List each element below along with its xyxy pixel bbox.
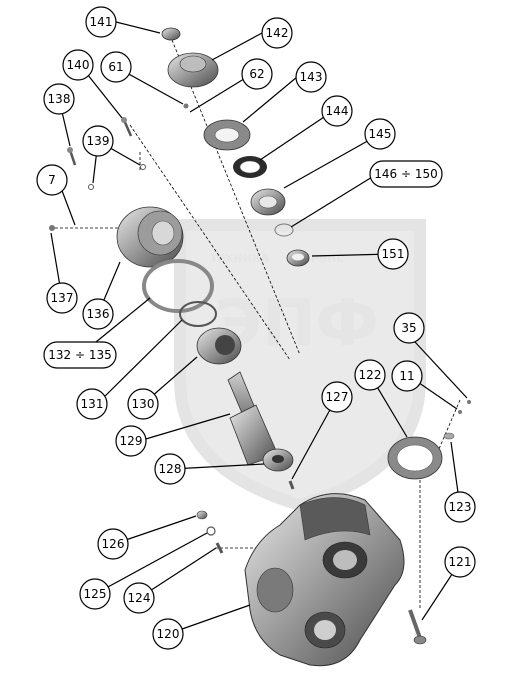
- callout-62: 62: [241, 58, 273, 90]
- part-139-washer-b: [88, 184, 94, 190]
- callout-label: 143: [300, 70, 323, 84]
- callout-label: 136: [87, 307, 110, 321]
- part-123: [443, 432, 455, 440]
- callout-label: 126: [102, 537, 125, 551]
- callout-141: 141: [85, 6, 117, 38]
- part-144-seal: [233, 156, 267, 178]
- part-142-flange: [167, 52, 219, 88]
- callout-label: 35: [401, 321, 416, 335]
- callout-137: 137: [46, 282, 78, 314]
- part-141-nut: [161, 27, 181, 41]
- callout-123: 123: [444, 491, 476, 523]
- callout-122: 122: [354, 359, 386, 391]
- watermark-letters: ЭПФ: [215, 287, 379, 361]
- callout-127: 127: [321, 381, 353, 413]
- part-136-bearing-housing: [116, 206, 184, 268]
- watermark-brand-left: ТЕХНИКА: [210, 252, 270, 265]
- callout-label: 124: [128, 591, 151, 605]
- callout-label: 7: [48, 173, 56, 187]
- part-35: [467, 400, 471, 404]
- part-121-bolt: [408, 609, 427, 645]
- part-131-ring: [179, 301, 217, 327]
- parts: [49, 27, 471, 667]
- callout-label: 140: [67, 58, 90, 72]
- callout-label: 62: [249, 67, 264, 81]
- callout-label: 131: [81, 397, 104, 411]
- part-140-bolt: [121, 117, 133, 137]
- callout-121: 121: [444, 546, 476, 578]
- part-128-bearing: [262, 448, 294, 472]
- callout-120: 120: [152, 618, 184, 650]
- callout-144: 144: [321, 95, 353, 127]
- callout-129: 129: [115, 425, 147, 457]
- callout-label: 137: [51, 291, 74, 305]
- part-11: [458, 410, 462, 414]
- callout-143: 143: [295, 61, 327, 93]
- part-122-cover: [387, 436, 443, 480]
- part-129-pinion-gear: [227, 371, 279, 466]
- callouts: 141 142 140 61 62 143 138 139 144 145 14…: [36, 6, 476, 650]
- part-120-main-housing: [244, 493, 405, 667]
- callout-label: 127: [326, 390, 349, 404]
- callout-151: 151: [377, 238, 409, 270]
- callout-label: 129: [120, 434, 143, 448]
- callout-label: 61: [108, 60, 123, 74]
- callout-138: 138: [43, 83, 75, 115]
- callout-130: 130: [127, 388, 159, 420]
- callout-label: 122: [359, 368, 382, 382]
- callout-146-150: 146 ÷ 150: [369, 160, 443, 188]
- callout-label: 142: [266, 26, 289, 40]
- part-125-washer: [206, 526, 216, 536]
- part-124-stud: [215, 542, 224, 554]
- part-126-nut: [196, 510, 208, 520]
- callout-label: 11: [399, 369, 414, 383]
- callout-label: 123: [449, 500, 472, 514]
- callout-label: 151: [382, 247, 405, 261]
- callout-label: 121: [449, 555, 472, 569]
- callout-label: 132 ÷ 135: [48, 348, 112, 362]
- callout-label: 128: [159, 462, 182, 476]
- watermark-emblem: ТЕХНИКА СЕРВИС ЭПФ: [174, 219, 426, 512]
- callout-label: 144: [326, 104, 349, 118]
- callout-label: 130: [132, 397, 155, 411]
- callout-label: 146 ÷ 150: [374, 167, 438, 181]
- callout-label: 141: [90, 15, 113, 29]
- part-139-washer-a: [140, 164, 146, 170]
- part-146-150-shims: [274, 223, 294, 237]
- part-137-fitting: [49, 225, 55, 231]
- callout-140: 140: [62, 49, 94, 81]
- callout-132-135: 132 ÷ 135: [43, 341, 117, 369]
- callout-label: 120: [157, 627, 180, 641]
- callout-142: 142: [261, 17, 293, 49]
- part-130-bearing: [196, 327, 242, 365]
- callout-131: 131: [76, 388, 108, 420]
- part-145-bearing: [250, 188, 286, 216]
- callout-136: 136: [82, 298, 114, 330]
- callout-145: 145: [364, 118, 396, 150]
- callout-125: 125: [79, 578, 111, 610]
- callout-label: 145: [369, 127, 392, 141]
- part-62-pin: [183, 103, 189, 109]
- part-151-ring: [286, 249, 310, 267]
- callout-124: 124: [123, 582, 155, 614]
- callout-label: 125: [84, 587, 107, 601]
- part-143-cover: [203, 119, 251, 151]
- callout-128: 128: [154, 453, 186, 485]
- callout-35: 35: [393, 312, 425, 344]
- callout-11: 11: [391, 360, 423, 392]
- callout-139: 139: [82, 125, 114, 157]
- callout-126: 126: [97, 528, 129, 560]
- callout-label: 138: [48, 92, 71, 106]
- part-138-bolt: [67, 147, 77, 166]
- callout-61: 61: [100, 51, 132, 83]
- part-132-135-gaskets: [142, 259, 214, 313]
- callout-7: 7: [36, 164, 68, 196]
- callout-label: 139: [87, 134, 110, 148]
- part-127-pin: [288, 480, 295, 490]
